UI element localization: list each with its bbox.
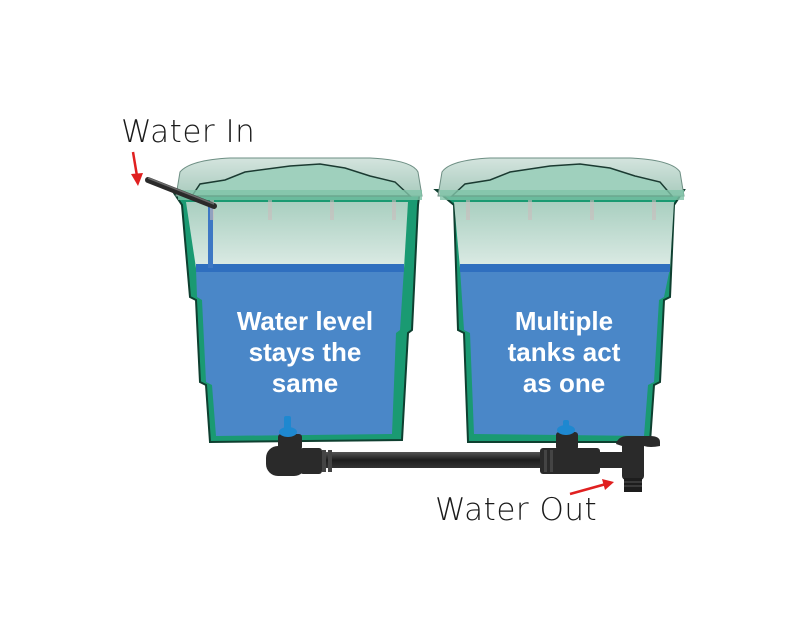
water-out-arrow: [569, 479, 614, 496]
right-tank-caption: Multiple tanks act as one: [466, 306, 662, 399]
water-in-label: Water In: [121, 114, 256, 150]
left-tank-caption-line-1: Water level: [236, 306, 374, 336]
right-tank-caption-line-2: tanks act: [507, 337, 621, 367]
right-tank: [433, 157, 686, 443]
left-tank: [170, 157, 423, 444]
connecting-pipe: [266, 416, 660, 492]
water-in-pipe: [145, 177, 217, 209]
water-in-arrow: [131, 151, 143, 186]
water-out-label: Water Out: [435, 492, 598, 528]
left-tank-caption-line-3: same: [271, 368, 339, 398]
left-tank-caption: Water level stays the same: [205, 306, 405, 399]
right-tank-caption-line-3: as one: [522, 368, 606, 398]
left-tank-caption-line-2: stays the: [248, 337, 362, 367]
right-tank-caption-line-1: Multiple: [514, 306, 614, 336]
